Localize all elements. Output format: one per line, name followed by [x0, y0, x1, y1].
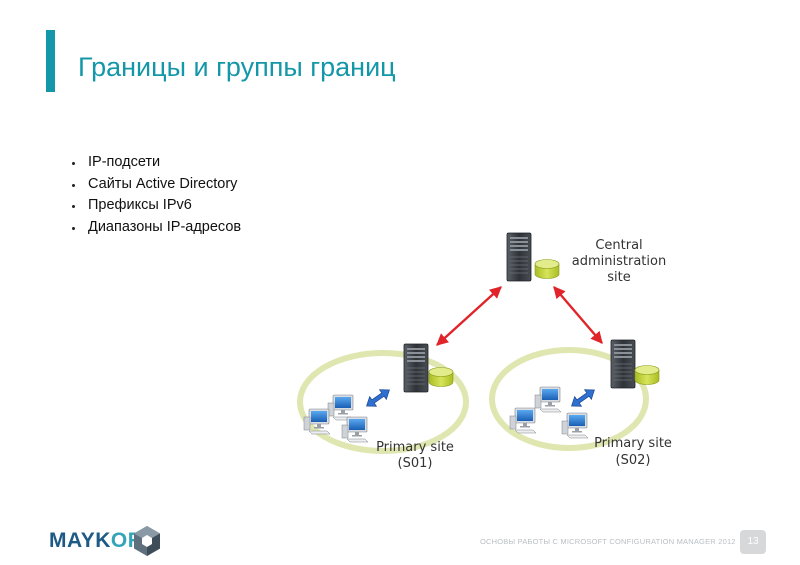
title-accent-bar — [46, 30, 55, 92]
workstation-icon — [327, 394, 355, 421]
slide-title: Границы и группы границ — [78, 52, 396, 82]
site-boundary-ring-s01 — [297, 350, 469, 454]
page-number-badge: 13 — [740, 530, 766, 554]
primary-site-s02-label-line2: (S02) — [616, 453, 651, 468]
primary-site-s01-label-line1: Primary site — [376, 440, 454, 455]
central-site-label-line3: site — [607, 270, 630, 285]
workstation-icon — [561, 412, 589, 439]
primary-site-s02-label-line1: Primary site — [594, 436, 672, 451]
footer-course-title: ОСНОВЫ РАБОТЫ С MICROSOFT CONFIGURATION … — [480, 537, 736, 546]
network-arrow-icon — [567, 384, 599, 412]
central-site-label-line1: Central — [595, 238, 642, 253]
network-arrow-icon — [362, 384, 394, 412]
bullet-item: Сайты Active Directory — [70, 174, 241, 196]
brand-cube-icon — [134, 526, 160, 556]
workstation-icon — [534, 386, 562, 413]
workstation-icon — [509, 407, 537, 434]
link-arrow-cas-s02 — [553, 286, 603, 344]
link-arrow-cas-s01 — [436, 286, 502, 346]
server-icon — [610, 339, 636, 389]
central-site-label-line2: administration — [572, 254, 666, 269]
bullet-item: Префиксы IPv6 — [70, 195, 241, 217]
bullet-list: IP-подсети Сайты Active Directory Префик… — [70, 152, 241, 238]
bullet-item: IP-подсети — [70, 152, 241, 174]
server-icon — [403, 343, 429, 393]
brand-name-part1: MAYK — [49, 529, 111, 552]
database-icon — [534, 259, 560, 279]
database-icon — [428, 367, 454, 387]
bullet-item: Диапазоны IP-адресов — [70, 217, 241, 239]
primary-site-s01-label-line2: (S01) — [398, 456, 433, 471]
site-boundary-ring-s02 — [489, 347, 649, 451]
server-icon — [506, 232, 532, 282]
brand-logo: MAYKOR — [49, 527, 143, 555]
database-icon — [634, 365, 660, 385]
workstation-icon — [341, 416, 369, 443]
